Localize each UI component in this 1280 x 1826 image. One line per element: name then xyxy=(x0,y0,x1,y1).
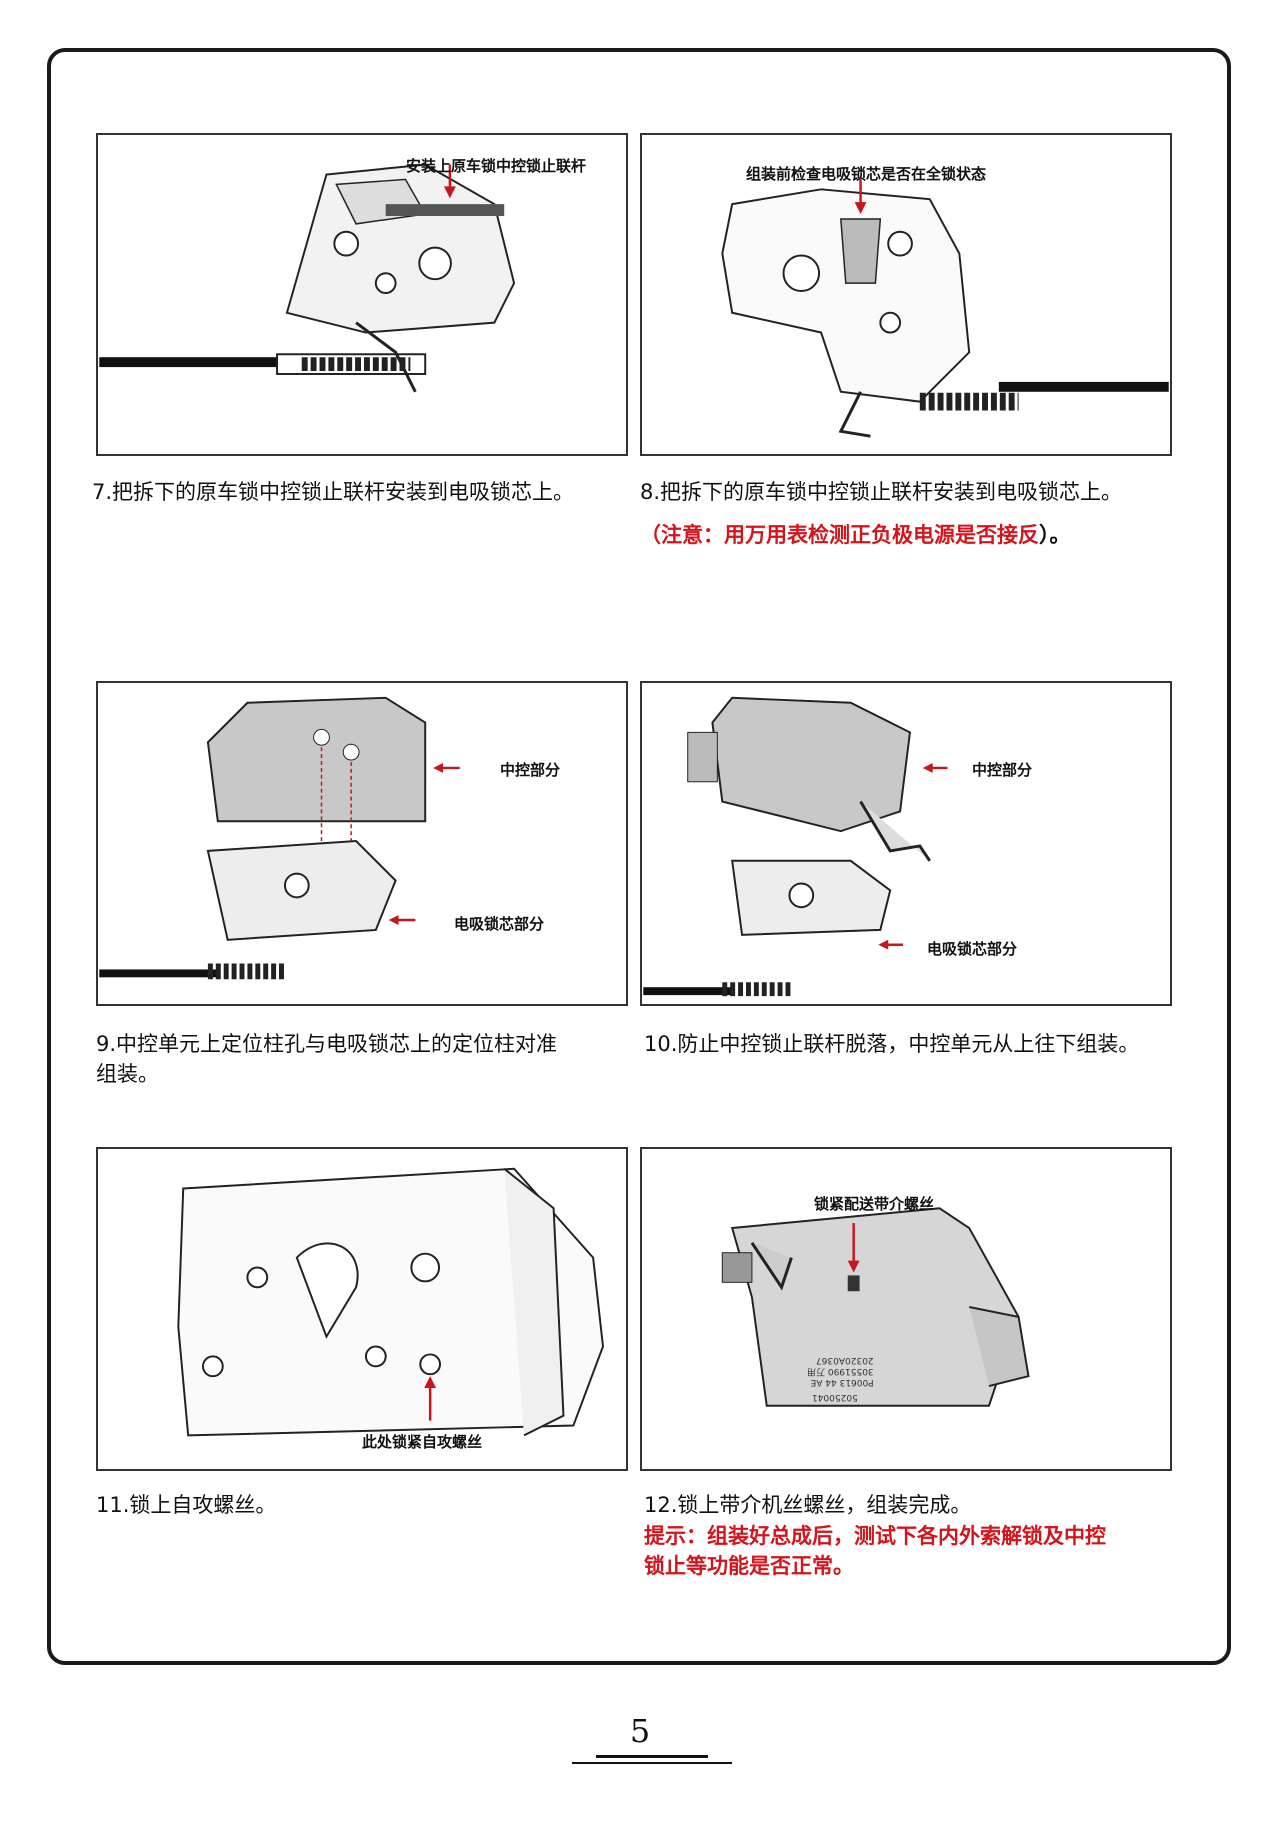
caption-step-12-tip: 提示：组装好总成后，测试下各内外索解锁及中控 锁止等功能是否正常。 xyxy=(644,1521,1106,1581)
part-number-4: 50250041 xyxy=(812,1392,858,1402)
callout-label: 组装前检查电吸锁芯是否在全锁状态 xyxy=(746,165,987,183)
callout-central-control: 中控部分 xyxy=(500,761,561,779)
figure-step-7: 安装上原车锁中控锁止联杆 xyxy=(96,133,628,456)
callout-central-control: 中控部分 xyxy=(972,761,1033,779)
part-number-1: P00613 44 AE xyxy=(810,1377,874,1387)
caption-step-10: 10.防止中控锁止联杆脱落，中控单元从上往下组装。 xyxy=(644,1032,1140,1056)
page-number-underline xyxy=(596,1755,708,1758)
caption-step-8-note: （注意：用万用表检测正负极电源是否接反）。 xyxy=(640,520,1071,550)
central-control-alignment-illustration xyxy=(99,696,460,980)
lock-assembly-illustration xyxy=(99,163,516,393)
caption-step-11: 11.锁上自攻螺丝。 xyxy=(96,1493,277,1517)
callout-label: 此处锁紧自攻螺丝 xyxy=(362,1433,483,1451)
note-close: ）。 xyxy=(1039,523,1071,547)
page-frame xyxy=(47,48,1231,1665)
figure-step-9: 中控部分 电吸锁芯部分 xyxy=(96,681,628,1006)
page-number: 5 xyxy=(629,1712,651,1750)
tip-line1: 提示：组装好总成后，测试下各内外索解锁及中控 xyxy=(644,1524,1106,1548)
part-number-2: 30551990 万用 xyxy=(807,1366,874,1376)
part-label-group: P00613 44 AE 30551990 万用 20320A0367 xyxy=(807,1354,874,1387)
callout-label: 锁紧配送带介螺丝 xyxy=(814,1195,935,1213)
caption-step-9-line1: 9.中控单元上定位柱孔与电吸锁芯上的定位柱对准 xyxy=(96,1032,558,1056)
tip-line2: 锁止等功能是否正常。 xyxy=(644,1554,854,1578)
caption-step-9-line2: 组装。 xyxy=(96,1062,159,1086)
note-text: 注意：用万用表检测正负极电源是否接反 xyxy=(661,523,1039,547)
figure-step-11: 此处锁紧自攻螺丝 xyxy=(96,1147,628,1471)
figure-step-12: 锁紧配送带介螺丝 P00613 44 AE 30551990 万用 20320A… xyxy=(640,1147,1172,1471)
lock-body-illustration xyxy=(721,179,1169,438)
self-tapping-screw-illustration xyxy=(177,1167,604,1437)
callout-latch-core: 电吸锁芯部分 xyxy=(927,940,1018,958)
callout-latch-core: 电吸锁芯部分 xyxy=(454,915,545,933)
caption-step-7: 7.把拆下的原车锁中控锁止联杆安装到电吸锁芯上。 xyxy=(92,480,575,504)
caption-step-9: 9.中控单元上定位柱孔与电吸锁芯上的定位柱对准 组装。 xyxy=(96,1029,557,1089)
machine-screw-illustration xyxy=(721,1207,1030,1407)
part-number-3: 20320A0367 xyxy=(815,1355,874,1365)
callout-label: 安装上原车锁中控锁止联杆 xyxy=(406,157,587,175)
note-open: （ xyxy=(640,523,661,547)
figure-step-8: 组装前检查电吸锁芯是否在全锁状态 xyxy=(640,133,1172,456)
caption-step-8: 8.把拆下的原车锁中控锁止联杆安装到电吸锁芯上。 xyxy=(640,480,1123,504)
figure-step-10: 中控部分 电吸锁芯部分 xyxy=(640,681,1172,1006)
page-number-underline-2 xyxy=(572,1762,732,1764)
top-down-assembly-illustration xyxy=(643,696,948,997)
caption-step-12: 12.锁上带介机丝螺丝，组装完成。 xyxy=(644,1493,972,1517)
